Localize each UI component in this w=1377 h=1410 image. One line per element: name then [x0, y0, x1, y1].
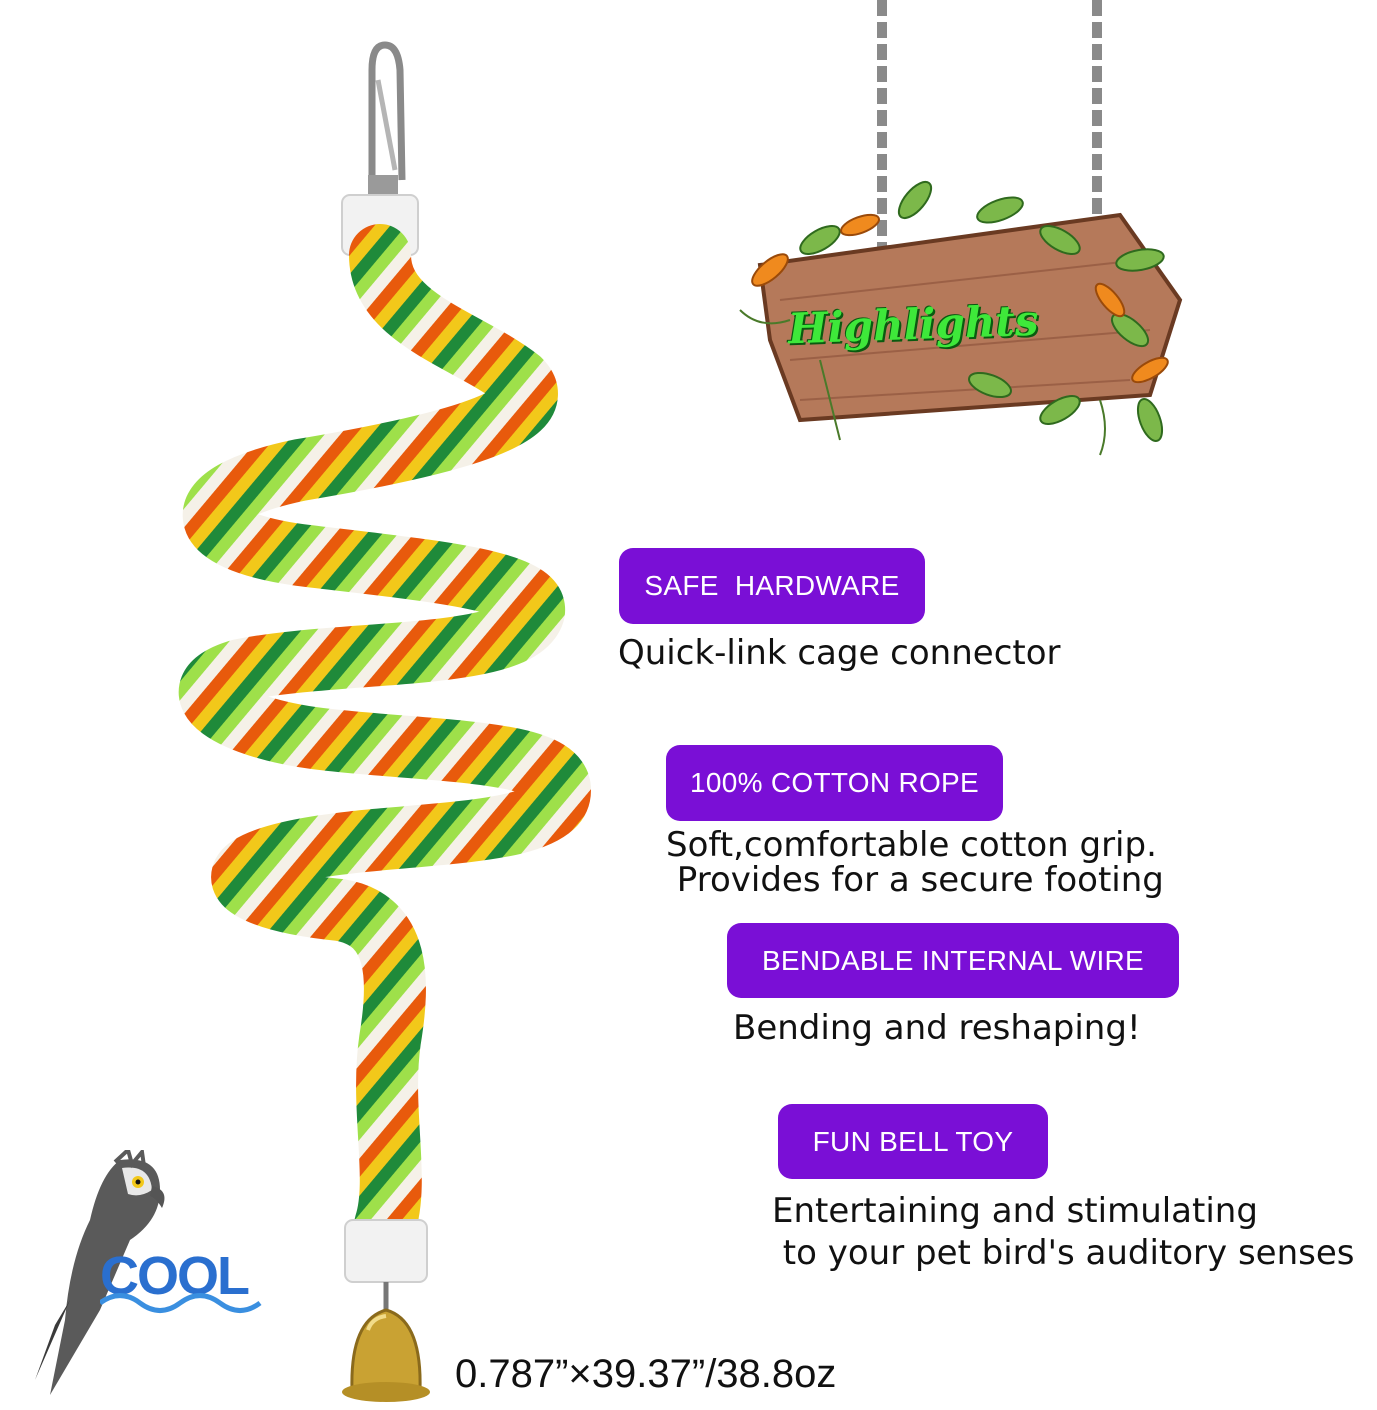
logo-wave [100, 1293, 262, 1313]
sign-title: Highlights [787, 295, 1040, 354]
feature-badge-internal-wire: BENDABLE INTERNAL WIRE [727, 923, 1179, 998]
feature-desc-bell-toy: Entertaining and stimulating to your pet… [772, 1191, 1355, 1273]
parrot-logo-icon [35, 1150, 165, 1395]
feature-badge-safe-hardware: SAFE HARDWARE [619, 548, 925, 624]
bottom-cap [344, 1219, 428, 1283]
rope-perch-illustration [179, 41, 592, 1402]
feature-desc-cotton-rope: Soft,comfortable cotton grip. Provides f… [666, 825, 1164, 900]
feature-desc-safe-hardware: Quick-link cage connector [618, 633, 1061, 673]
spiral-rope [179, 224, 592, 1256]
product-dimensions: 0.787”×39.37”/38.8oz [455, 1352, 837, 1396]
feature-desc-internal-wire: Bending and reshaping! [733, 1008, 1141, 1048]
feature-badge-bell-toy: FUN BELL TOY [778, 1104, 1048, 1179]
leaf-icon [799, 180, 1165, 442]
feature-badge-cotton-rope: 100% COTTON ROPE [666, 745, 1003, 821]
highlights-sign [739, 0, 1183, 456]
bell-icon [342, 1282, 430, 1402]
snap-hook-icon [368, 41, 406, 195]
